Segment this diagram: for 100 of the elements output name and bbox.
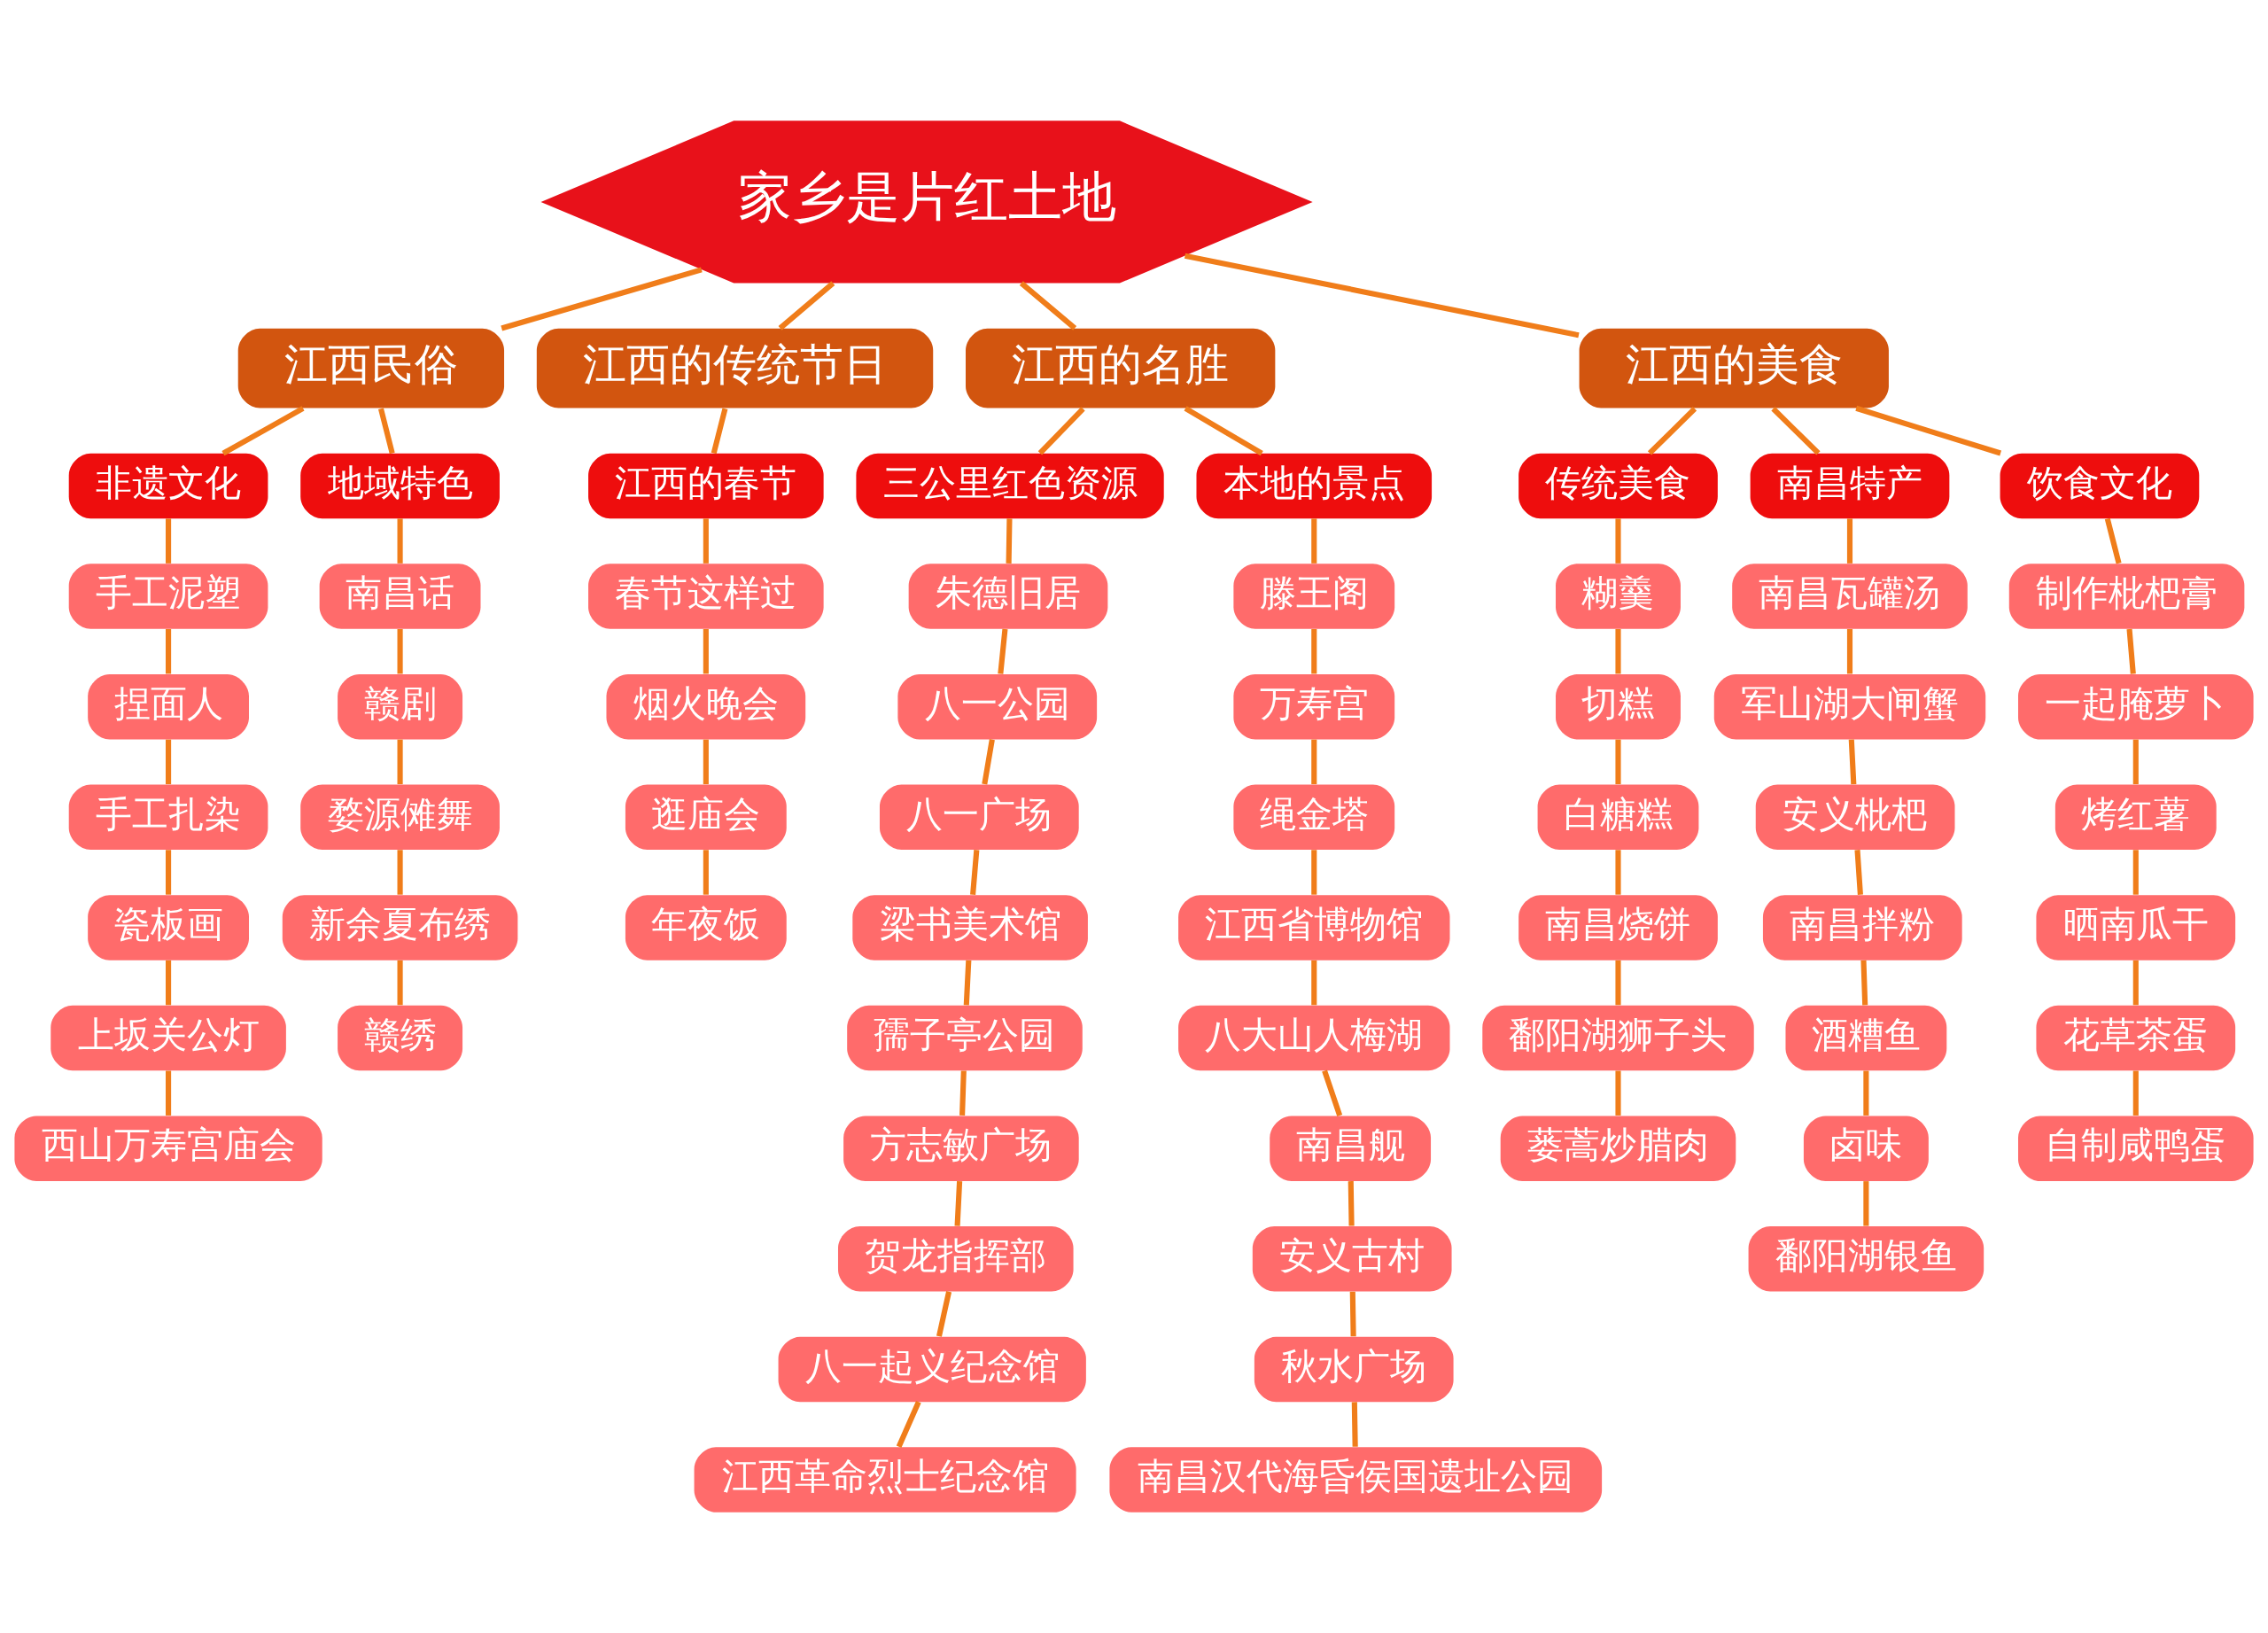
connector [703, 629, 709, 674]
connector [1615, 629, 1621, 674]
connector [166, 960, 172, 1006]
connector [1615, 850, 1621, 895]
connector [1855, 405, 2002, 456]
node-box: 八大山人梅湖 [1178, 1005, 1450, 1071]
node-box: 鄱阳湖狮子头 [1482, 1005, 1754, 1071]
node-box: 方志敏广场 [843, 1116, 1079, 1181]
connector [221, 406, 305, 456]
node-box: 八一广场 [879, 784, 1079, 851]
node-box: 赣剧 [338, 673, 463, 740]
connector [1846, 518, 1853, 564]
node-box: 年夜饭 [625, 895, 787, 960]
node-box: 安义枇杷 [1755, 784, 1955, 851]
connector [963, 960, 972, 1006]
node-box: 烤红薯 [2054, 784, 2217, 851]
connector [166, 739, 172, 785]
node-box: 白糖糕 [1537, 784, 1699, 851]
node-box: 西山万寿宫庙会 [14, 1116, 322, 1181]
node-box: 秋水广场 [1254, 1336, 1454, 1403]
node-box: 制作枇杷膏 [2008, 564, 2245, 629]
node-box: 饮食文化 [2000, 453, 2200, 519]
node-box: 八一起义纪念馆 [778, 1336, 1086, 1403]
node-box: 南昌拌粉 [1762, 895, 1962, 960]
connector [1037, 407, 1085, 455]
connector [778, 281, 835, 330]
connector [2132, 960, 2139, 1006]
connector [1848, 739, 1857, 785]
connector [378, 408, 395, 455]
node-box: 春节这样过 [588, 564, 824, 629]
node-box: 非遗文化 [68, 453, 268, 519]
connector [1863, 1181, 1869, 1226]
connector [1846, 629, 1853, 674]
connector [1322, 1069, 1343, 1116]
node-box: 婺源傩舞 [300, 784, 500, 851]
connector [1349, 1291, 1356, 1337]
connector [397, 960, 403, 1006]
connector [1860, 960, 1868, 1006]
connector [1311, 629, 1317, 674]
node-box: 江西民俗 [237, 328, 505, 408]
connector [1348, 1181, 1355, 1226]
node-box: 传统美食 [1518, 453, 1718, 519]
node-box: 滕王阁 [1233, 564, 1395, 629]
connector [397, 850, 403, 895]
node-box: 江西省博物馆 [1178, 895, 1450, 960]
node-box: 江西革命烈士纪念馆 [694, 1447, 1076, 1512]
node-box: 自制咸鸭蛋 [2018, 1116, 2254, 1181]
connector [1615, 960, 1621, 1006]
connector [970, 850, 980, 895]
connector [1615, 518, 1621, 564]
connector [1311, 850, 1317, 895]
node-box: 南昌舰 [1270, 1116, 1432, 1181]
node-box: 朱德旧居 [908, 564, 1108, 629]
connector [1311, 739, 1317, 785]
node-box: 花草茶蛋 [2036, 1005, 2236, 1071]
connector [2132, 1070, 2139, 1116]
connector [1311, 518, 1317, 564]
connector [1019, 281, 1077, 330]
node-box: 瓷板画 [88, 895, 249, 960]
node-box: 南昌瓦罐汤 [1732, 564, 1968, 629]
connector [1006, 518, 1013, 564]
connector [711, 408, 728, 455]
node-box: 八一公园 [897, 673, 1098, 740]
connector [1863, 1070, 1869, 1116]
node-box: 贺龙指挥部 [837, 1226, 1074, 1292]
connector [703, 850, 709, 895]
connector [1647, 407, 1697, 455]
connector [2104, 517, 2122, 564]
node-box: 捏面人 [88, 673, 249, 740]
node-box: 鄱阳湖银鱼 [1748, 1226, 1984, 1292]
node-box: 南昌汉代海昏侯国遗址公园 [1109, 1447, 1603, 1512]
connector [166, 518, 172, 564]
node-box: 蒌蒿炒腊肉 [1500, 1116, 1736, 1181]
node-box: 切糕 [1556, 673, 1681, 740]
node-box: 晒南瓜干 [2036, 895, 2236, 960]
node-box: 本地的景点 [1196, 453, 1433, 519]
node-box: 新余夏布绣 [282, 895, 518, 960]
node-box: 安义古村 [1252, 1226, 1452, 1292]
connector [501, 267, 703, 331]
node-box: 赣绣 [338, 1005, 463, 1071]
node-box: 烟火晚会 [606, 673, 806, 740]
connector [936, 1291, 952, 1337]
connector [2132, 739, 2139, 785]
connector [982, 739, 995, 785]
connector [1351, 1402, 1358, 1447]
connector [1311, 960, 1317, 1006]
node-box: 南昌话 [319, 564, 481, 629]
connector [397, 629, 403, 674]
connector [1615, 739, 1621, 785]
node-box: 江西的传统节日 [536, 328, 934, 408]
node-box: 上坂关公灯 [50, 1005, 286, 1071]
connector [1771, 407, 1821, 455]
connector [1615, 1070, 1621, 1116]
node-box: 江西的春节 [588, 453, 824, 519]
node-box: 手工扎染 [68, 784, 268, 851]
node-box: 南昌烧饼 [1518, 895, 1718, 960]
node-box: 卤味 [1803, 1116, 1929, 1181]
connector [954, 1180, 963, 1226]
connector [397, 739, 403, 785]
node-box: 江西的美食 [1579, 328, 1889, 408]
